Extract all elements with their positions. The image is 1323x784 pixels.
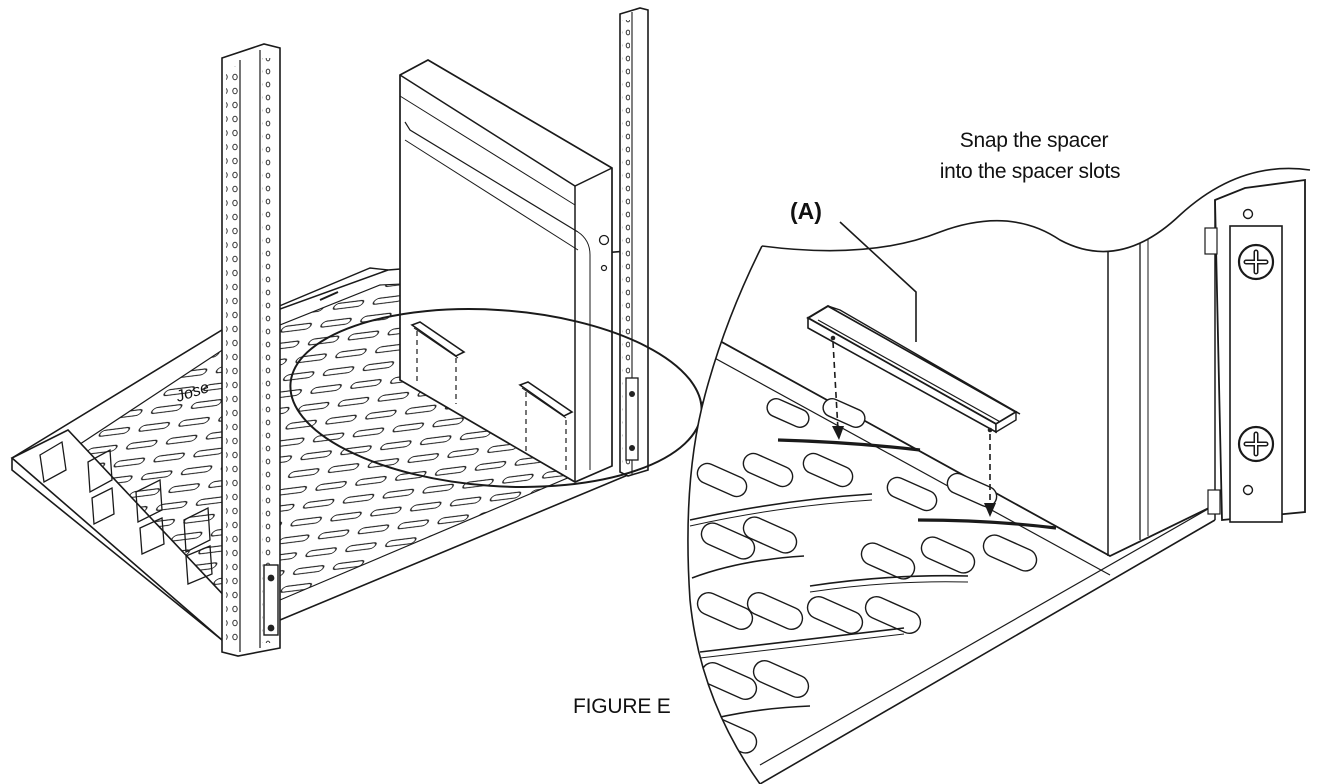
detail-border: [761, 167, 1311, 253]
insert-arrow-left: [832, 341, 844, 440]
rack-post-left: [221, 43, 281, 657]
spacer-a: [806, 304, 1021, 434]
rack-post-right: [619, 7, 649, 477]
instruction-line-1: Snap the spacer: [960, 129, 1109, 152]
screw-bottom: [1237, 425, 1275, 463]
shelf-ribs: [689, 438, 1057, 719]
rack-device: [399, 59, 613, 483]
figure-caption: FIGURE E: [573, 695, 671, 718]
instruction-line-2: into the spacer slots: [940, 160, 1120, 183]
front-lip-cutouts: [39, 440, 213, 585]
rack-assembly-overview: Jose: [10, 7, 715, 657]
screw-top: [1237, 243, 1275, 281]
rack-post-detail: [1204, 178, 1306, 523]
insert-arrow-right: [984, 434, 996, 517]
detail-view: [687, 167, 1323, 784]
callout-leader: [839, 221, 917, 342]
callout-label-a: (A): [790, 198, 822, 224]
spacer-overview-1: [410, 321, 466, 404]
spacer-overview-2: [518, 381, 574, 474]
device-side-wall: [1107, 215, 1149, 556]
rib-sides: [689, 499, 969, 659]
